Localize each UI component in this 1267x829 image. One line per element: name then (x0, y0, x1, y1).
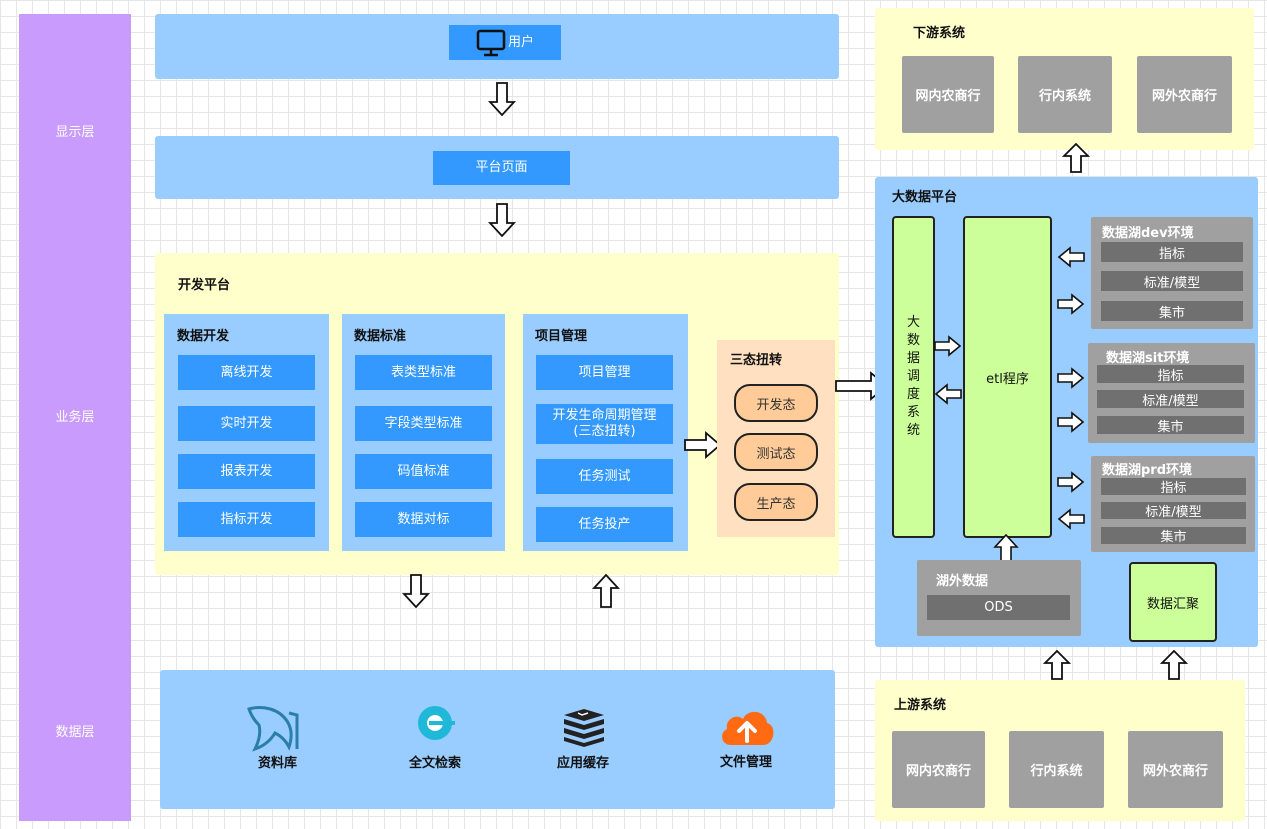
arrow-down-icon (488, 203, 516, 237)
arrow-up-icon (1043, 650, 1071, 680)
env-prd-panel: 数据湖prd环境 指标 标准/模型 集市 (1091, 456, 1255, 552)
bigdata-title: 大数据平台 (892, 190, 958, 205)
arrow-up-icon (1062, 143, 1090, 173)
arrow-left-icon (934, 383, 962, 405)
upstream-title: 上游系统 (894, 698, 947, 713)
app-cache-label: 应用缓存 (557, 756, 610, 771)
env-dev-metric[interactable]: 指标 (1101, 242, 1243, 262)
env-prd-metric[interactable]: 指标 (1101, 478, 1246, 496)
layer-column: 显示层 业务层 数据层 (19, 14, 131, 821)
file-mgmt-label: 文件管理 (720, 755, 773, 770)
env-prd-title: 数据湖prd环境 (1102, 463, 1193, 478)
platform-page-panel: 平台页面 (155, 136, 839, 199)
layer-business-label: 业务层 (55, 410, 95, 425)
arrow-right-icon (1057, 293, 1085, 315)
table-type-std-button[interactable]: 表类型标准 (355, 355, 492, 390)
dev-state-pill[interactable]: 开发态 (734, 384, 818, 422)
dev-platform-panel: 开发平台 数据开发 离线开发 实时开发 报表开发 指标开发 数据标准 表类型标准… (155, 253, 839, 575)
layer-display-label: 显示层 (55, 125, 95, 140)
dolphin-icon (247, 706, 299, 752)
monitor-icon (476, 29, 506, 56)
test-state-pill[interactable]: 测试态 (734, 433, 818, 471)
arrow-right-icon (684, 431, 722, 459)
field-type-std-button[interactable]: 字段类型标准 (355, 406, 492, 441)
upstream-item[interactable]: 网外农商行 (1128, 731, 1223, 808)
downstream-panel: 下游系统 网内农商行 行内系统 网外农商行 (875, 8, 1254, 150)
env-sit-metric[interactable]: 指标 (1097, 365, 1244, 384)
search-engine-icon (418, 706, 455, 740)
task-deploy-button[interactable]: 任务投产 (536, 507, 673, 542)
data-aggregate-label: 数据汇聚 (1146, 596, 1199, 612)
env-sit-model[interactable]: 标准/模型 (1097, 390, 1244, 409)
env-sit-panel: 数据湖sit环境 指标 标准/模型 集市 (1088, 343, 1255, 443)
upstream-panel: 上游系统 网内农商行 行内系统 网外农商行 (875, 680, 1245, 821)
data-dev-group: 数据开发 离线开发 实时开发 报表开发 指标开发 (164, 314, 329, 551)
env-prd-mart[interactable]: 集市 (1101, 527, 1246, 545)
data-benchmark-button[interactable]: 数据对标 (355, 502, 492, 537)
code-value-std-button[interactable]: 码值标准 (355, 454, 492, 489)
arrow-up-icon (592, 574, 620, 608)
project-title: 项目管理 (535, 329, 588, 344)
data-dev-title: 数据开发 (177, 329, 230, 344)
arrow-left-icon (1057, 246, 1085, 268)
cloud-upload-icon (722, 711, 774, 745)
downstream-item[interactable]: 网内农商行 (902, 56, 994, 133)
metric-dev-button[interactable]: 指标开发 (178, 502, 315, 537)
scheduler-label: 大数据调度系统 (906, 315, 920, 438)
arrow-right-icon (934, 335, 962, 357)
user-panel: 用户 (155, 14, 839, 79)
arrow-down-icon (402, 574, 430, 608)
three-state-group: 三态扭转 开发态 测试态 生产态 (717, 340, 835, 537)
bigdata-panel: 大数据平台 大数据调度系统 etl程序 数据湖dev环境 指标 标准/模型 集市… (875, 177, 1258, 647)
etl-label: etl程序 (986, 371, 1029, 387)
data-std-group: 数据标准 表类型标准 字段类型标准 码值标准 数据对标 (342, 314, 505, 551)
platform-page-button[interactable]: 平台页面 (433, 151, 570, 185)
data-std-title: 数据标准 (354, 329, 407, 344)
cache-stack-icon (564, 709, 604, 747)
user-label: 用户 (507, 34, 534, 50)
env-dev-panel: 数据湖dev环境 指标 标准/模型 集市 (1091, 217, 1253, 329)
arrow-left-icon (1057, 508, 1085, 530)
downstream-item[interactable]: 行内系统 (1018, 56, 1112, 133)
downstream-title: 下游系统 (913, 26, 966, 41)
project-mgmt-button[interactable]: 项目管理 (536, 355, 673, 390)
three-state-title: 三态扭转 (730, 353, 783, 368)
dev-platform-title: 开发平台 (178, 278, 231, 293)
report-dev-button[interactable]: 报表开发 (178, 454, 315, 489)
arrow-right-icon (1057, 411, 1085, 433)
env-dev-mart[interactable]: 集市 (1101, 301, 1243, 321)
env-sit-title: 数据湖sit环境 (1106, 351, 1190, 366)
arrow-right-icon (1057, 367, 1085, 389)
realtime-dev-button[interactable]: 实时开发 (178, 406, 315, 441)
etl-box[interactable]: etl程序 (963, 216, 1052, 538)
storage-panel: 资料库 全文检索 应用缓存 文件管理 (160, 670, 835, 809)
repository-label: 资料库 (258, 756, 298, 771)
env-sit-mart[interactable]: 集市 (1097, 416, 1244, 435)
arrow-down-icon (488, 82, 516, 116)
env-dev-model[interactable]: 标准/模型 (1101, 271, 1243, 291)
upstream-item[interactable]: 网内农商行 (892, 731, 985, 808)
project-group: 项目管理 项目管理 开发生命周期管理 (三态扭转) 任务测试 任务投产 (523, 314, 688, 551)
upstream-item[interactable]: 行内系统 (1009, 731, 1104, 808)
downstream-item[interactable]: 网外农商行 (1137, 56, 1232, 133)
lifecycle-mgmt-button[interactable]: 开发生命周期管理 (三态扭转) (536, 404, 673, 444)
scheduler-box[interactable]: 大数据调度系统 (892, 216, 935, 538)
user-button[interactable]: 用户 (449, 25, 561, 60)
fulltext-search-label: 全文检索 (409, 756, 462, 771)
external-data-title: 湖外数据 (936, 574, 989, 589)
ods-item[interactable]: ODS (927, 595, 1070, 620)
arrow-up-icon (1160, 650, 1188, 680)
env-prd-model[interactable]: 标准/模型 (1101, 502, 1246, 520)
data-aggregate-box[interactable]: 数据汇聚 (1129, 562, 1217, 642)
offline-dev-button[interactable]: 离线开发 (178, 355, 315, 390)
arrow-right-icon (1057, 471, 1085, 493)
arrow-up-icon (993, 534, 1019, 562)
external-data-panel: 湖外数据 ODS (917, 560, 1081, 636)
prod-state-pill[interactable]: 生产态 (734, 483, 818, 521)
env-dev-title: 数据湖dev环境 (1102, 226, 1194, 241)
layer-data-label: 数据层 (55, 725, 95, 740)
task-test-button[interactable]: 任务测试 (536, 459, 673, 494)
